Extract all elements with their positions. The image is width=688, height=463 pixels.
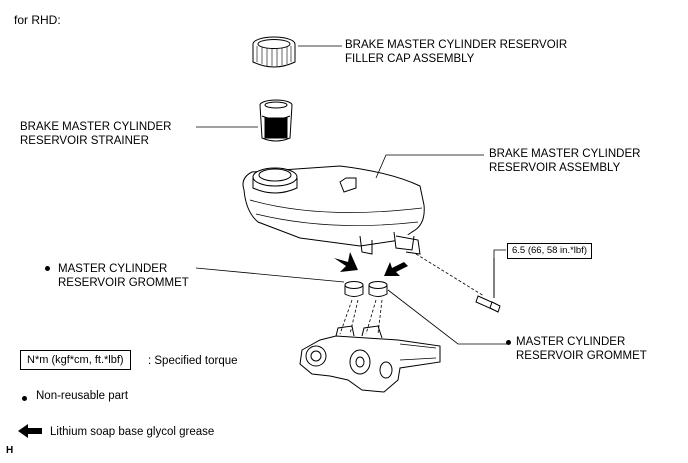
figure-code: H xyxy=(6,445,14,456)
dashed-guides xyxy=(339,253,485,335)
filler-cap-illustration xyxy=(252,36,296,68)
legend-torque-desc: : Specified torque xyxy=(148,355,238,367)
non-reusable-bullet-icon xyxy=(45,266,50,271)
leader-lines xyxy=(195,45,508,345)
grommet-right-label: MASTER CYLINDER RESERVOIR GROMMET xyxy=(516,336,647,362)
strainer-label: BRAKE MASTER CYLINDER RESERVOIR STRAINER xyxy=(20,121,172,147)
grommets-illustration xyxy=(344,281,388,297)
legend-grease-arrow-icon xyxy=(18,424,42,438)
bolt-illustration xyxy=(475,258,501,313)
header-label: for RHD: xyxy=(14,13,61,27)
non-reusable-bullet-icon xyxy=(506,340,511,345)
master-cylinder-illustration xyxy=(299,325,441,393)
legend-grease: Lithium soap base glycol grease xyxy=(50,426,215,438)
grease-arrows xyxy=(334,252,408,276)
filler-cap-label: BRAKE MASTER CYLINDER RESERVOIR FILLER C… xyxy=(345,39,568,65)
torque-spec-box: 6.5 (66, 58 in.*lbf) xyxy=(507,243,592,259)
strainer-illustration xyxy=(259,99,293,142)
grommet-left-label: MASTER CYLINDER RESERVOIR GROMMET xyxy=(58,263,189,289)
reservoir-illustration xyxy=(242,165,425,255)
legend-torque-box: N*m (kgf*cm, ft.*lbf) xyxy=(20,350,131,370)
legend-bullet-icon xyxy=(22,396,27,401)
reservoir-label: BRAKE MASTER CYLINDER RESERVOIR ASSEMBLY xyxy=(489,148,641,174)
legend-non-reusable: Non-reusable part xyxy=(36,390,129,402)
